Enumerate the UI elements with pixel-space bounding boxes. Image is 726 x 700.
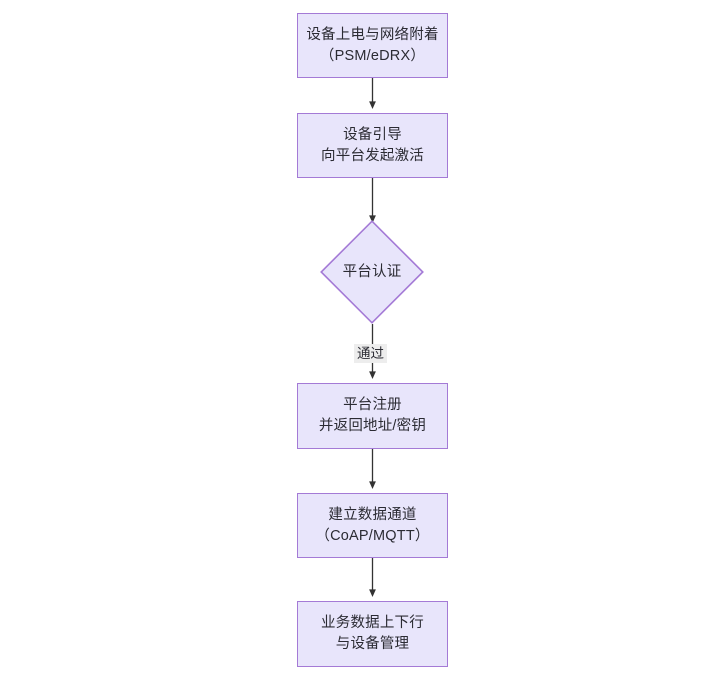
- node-label: 业务数据上下行 与设备管理: [321, 615, 424, 652]
- node-label: 设备引导 向平台发起激活: [321, 126, 424, 164]
- node-device-bootstrap[interactable]: 设备引导 向平台发起激活: [297, 113, 448, 178]
- node-platform-registration[interactable]: 平台注册 并返回地址/密钥: [297, 383, 448, 449]
- node-label: 平台认证: [342, 263, 402, 280]
- node-label: 平台注册 并返回地址/密钥: [318, 397, 427, 434]
- node-establish-data-channel[interactable]: 建立数据通道 （CoAP/MQTT）: [297, 493, 448, 558]
- node-label: 设备上电与网络附着 （PSM/eDRX）: [306, 26, 439, 64]
- node-device-power-on[interactable]: 设备上电与网络附着 （PSM/eDRX）: [297, 13, 448, 78]
- node-label: 建立数据通道 （CoAP/MQTT）: [315, 506, 430, 544]
- node-platform-authentication[interactable]: 平台认证: [320, 220, 424, 324]
- diamond-shape: [320, 220, 424, 324]
- edge-label-pass: 通过: [354, 344, 387, 363]
- node-service-data-and-device-management[interactable]: 业务数据上下行 与设备管理: [297, 601, 448, 667]
